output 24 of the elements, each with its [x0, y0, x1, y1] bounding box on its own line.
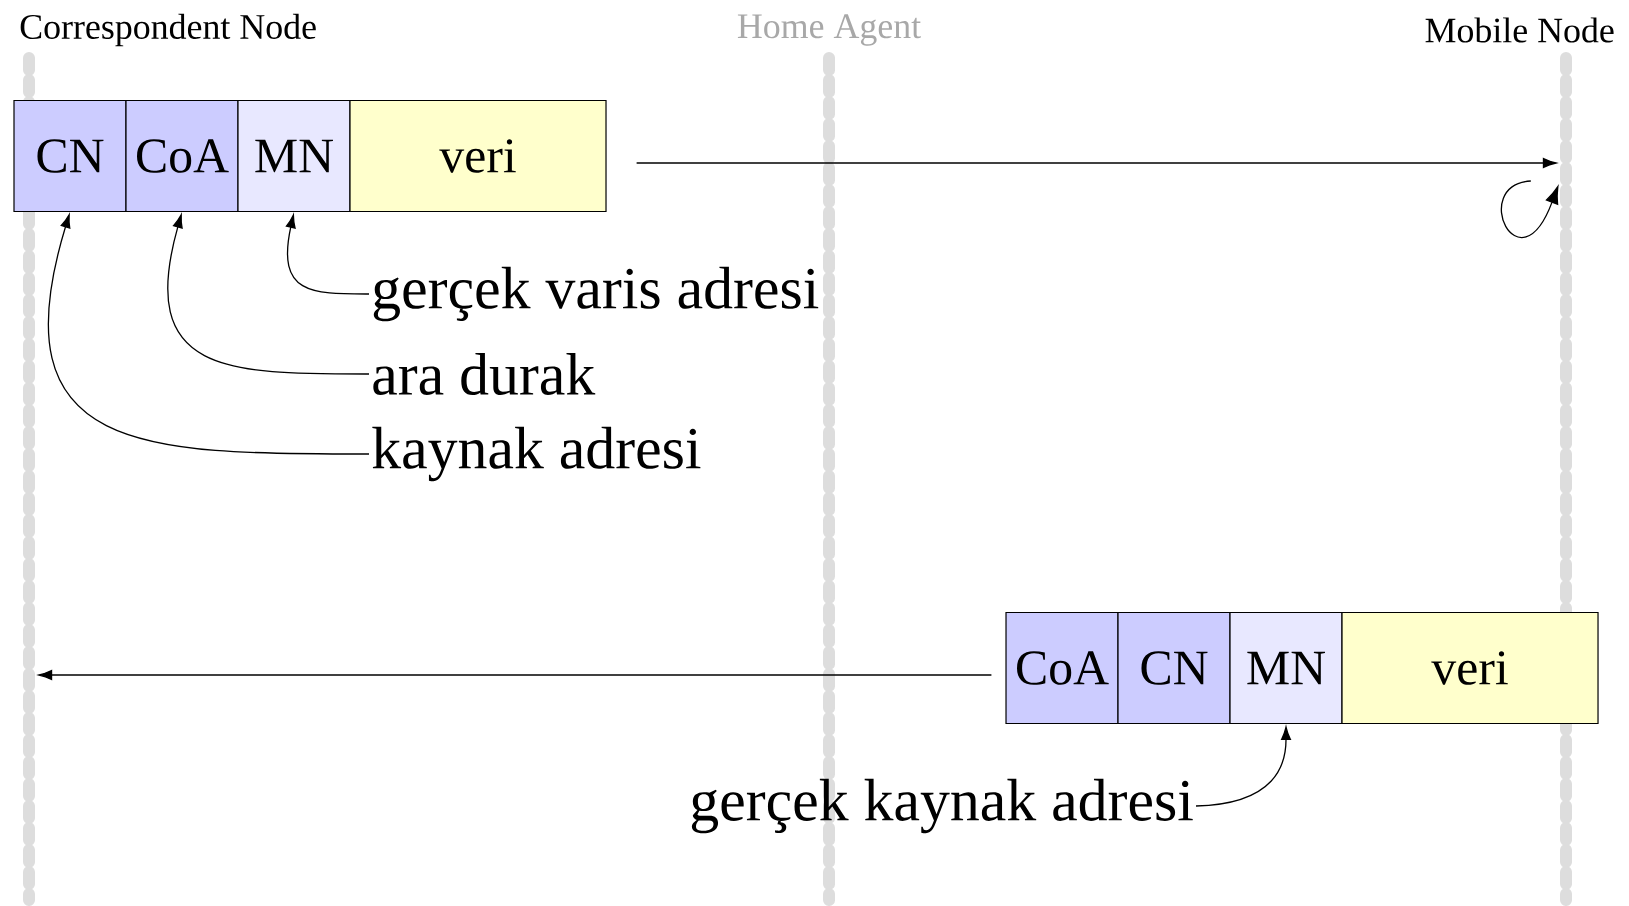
- header-field: CN: [13, 99, 127, 213]
- header-field: MN: [237, 99, 351, 213]
- callout-text: gerçek kaynak adresi: [691, 778, 1193, 834]
- arrow: [38, 669, 993, 681]
- arrow: [635, 157, 1557, 169]
- header-field: veri: [1341, 611, 1599, 725]
- callout-text: gerçek varis adresi: [373, 266, 819, 322]
- header-field: MN: [1229, 611, 1343, 725]
- lifeline-title: Correspondent Node: [20, 13, 316, 47]
- lifeline-title: Home Agent: [737, 14, 921, 46]
- loop-arrow: [1500, 180, 1559, 238]
- leader-line: [285, 214, 370, 295]
- header-field: veri: [349, 99, 607, 213]
- callout-text: kaynak adresi: [372, 426, 701, 482]
- leader-line: [1195, 726, 1292, 807]
- lifeline: [23, 52, 35, 906]
- leader-line: [167, 214, 370, 375]
- callout-text: ara durak: [373, 352, 596, 396]
- leader-line: [47, 214, 370, 455]
- header-field: CN: [1117, 611, 1231, 725]
- header-field: CoA: [1005, 611, 1119, 725]
- header-field: CoA: [125, 99, 239, 213]
- lifeline-title: Mobile Node: [1425, 17, 1614, 43]
- lifeline: [1560, 52, 1572, 906]
